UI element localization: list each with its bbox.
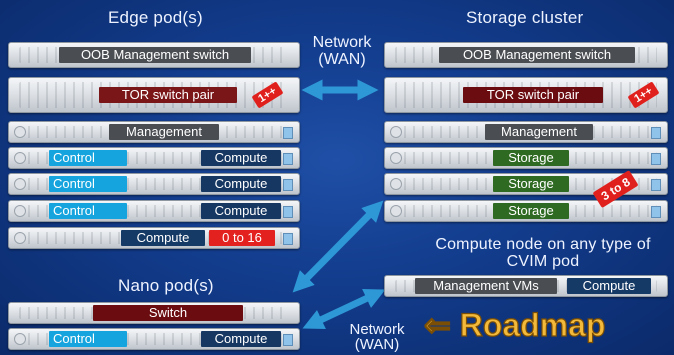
server-knob-icon	[14, 333, 26, 345]
storage-label: Storage	[493, 203, 569, 219]
compute-node-title: Compute node on any type of CVIM pod	[412, 236, 674, 270]
storage-management-label: Management	[485, 124, 593, 140]
edge-control-unit-1: Control Compute	[8, 147, 300, 169]
control-label: Control	[49, 331, 127, 347]
edge-management-unit: Management	[8, 121, 300, 143]
server-lcd-icon	[283, 334, 293, 346]
server-knob-icon	[14, 232, 26, 244]
storage-label: Storage	[493, 150, 569, 166]
storage-management-unit: Management	[384, 121, 668, 143]
storage-tor-label: TOR switch pair	[463, 87, 603, 103]
server-knob-icon	[390, 178, 402, 190]
storage-oob-switch-unit: OOB Management switch	[384, 42, 668, 68]
edge-tor-unit: TOR switch pair 1++	[8, 77, 300, 113]
edge-management-label: Management	[109, 124, 219, 140]
compute-label: Compute	[201, 203, 281, 219]
compute-label: Compute	[567, 278, 651, 294]
control-label: Control	[49, 203, 127, 219]
server-knob-icon	[14, 152, 26, 164]
server-lcd-icon	[283, 179, 293, 191]
wan-label: (WAN)	[318, 51, 366, 68]
server-knob-icon	[14, 178, 26, 190]
control-label: Control	[49, 176, 127, 192]
storage-node-unit-3: Storage	[384, 200, 668, 222]
compute-node-title-line1: Compute node on any type of	[435, 236, 651, 253]
double-arrow-icon	[292, 200, 384, 293]
nano-control-unit: Control Compute	[8, 328, 300, 350]
storage-label: Storage	[493, 176, 569, 192]
server-knob-icon	[14, 205, 26, 217]
compute-node-unit: Management VMs Compute	[384, 275, 668, 297]
wan-label: (WAN)	[354, 336, 400, 353]
roadmap-label: ⇐ Roadmap	[423, 306, 606, 343]
edge-pod-title: Edge pod(s)	[108, 8, 203, 27]
compute-count-label: 0 to 16	[209, 230, 275, 246]
server-lcd-icon	[651, 153, 661, 165]
edge-tor-label: TOR switch pair	[99, 87, 237, 103]
management-vms-label: Management VMs	[415, 278, 557, 294]
edge-compute-unit: Compute 0 to 16	[8, 227, 300, 249]
storage-tor-unit: TOR switch pair 1++	[384, 77, 668, 113]
server-lcd-icon	[283, 233, 293, 245]
network-label: Network	[312, 34, 372, 51]
server-lcd-icon	[651, 179, 661, 191]
nano-pod-title: Nano pod(s)	[118, 276, 214, 295]
edge-oob-switch-unit: OOB Management switch	[8, 42, 300, 68]
server-lcd-icon	[283, 127, 293, 139]
control-label: Control	[49, 150, 127, 166]
server-knob-icon	[14, 126, 26, 138]
double-arrow-icon	[302, 288, 386, 330]
compute-label: Compute	[121, 230, 205, 246]
network-label: Network	[349, 321, 405, 338]
server-knob-icon	[390, 205, 402, 217]
compute-label: Compute	[201, 176, 281, 192]
edge-oob-switch-label: OOB Management switch	[59, 47, 251, 63]
compute-node-title-line2: CVIM pod	[506, 253, 580, 270]
server-lcd-icon	[651, 127, 661, 139]
server-lcd-icon	[651, 206, 661, 218]
nano-switch-unit: Switch	[8, 302, 300, 324]
storage-node-unit-1: Storage	[384, 147, 668, 169]
storage-oob-switch-label: OOB Management switch	[439, 47, 635, 63]
edge-control-unit-3: Control Compute	[8, 200, 300, 222]
server-knob-icon	[390, 126, 402, 138]
edge-tor-badge: 1++	[251, 81, 284, 109]
server-lcd-icon	[283, 153, 293, 165]
storage-cluster-title: Storage cluster	[466, 8, 584, 27]
server-lcd-icon	[283, 206, 293, 218]
server-knob-icon	[390, 152, 402, 164]
nano-switch-label: Switch	[93, 305, 243, 321]
compute-label: Compute	[201, 331, 281, 347]
edge-control-unit-2: Control Compute	[8, 173, 300, 195]
network-wan-label-bottom: Network (WAN)	[342, 322, 412, 352]
network-wan-label-top: Network (WAN)	[312, 34, 372, 68]
storage-tor-badge: 1++	[627, 81, 660, 109]
compute-label: Compute	[201, 150, 281, 166]
